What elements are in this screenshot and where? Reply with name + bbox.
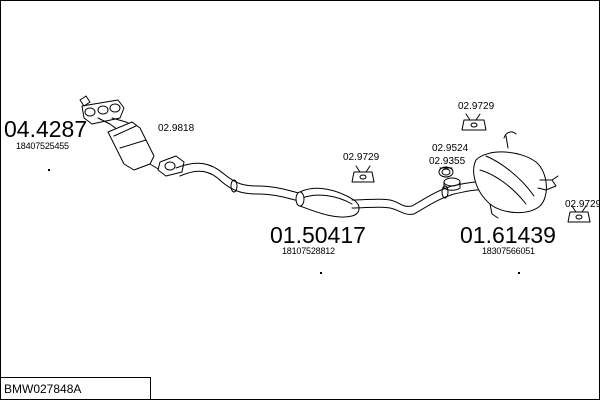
title-box	[0, 377, 151, 399]
rubber-hanger	[461, 113, 487, 131]
part-oe-number: 18307566051	[482, 246, 535, 256]
accessory-code: 02.9818	[158, 123, 195, 134]
connecting-pipe	[351, 181, 479, 215]
part-code: 04.4287	[4, 116, 88, 142]
accessory-code: 02.9355	[429, 156, 466, 167]
catalytic-converter-part	[79, 95, 161, 171]
accessory-code: 02.9729	[565, 199, 600, 210]
rubber-hanger	[567, 205, 591, 223]
accessory-code: 02.9729	[343, 152, 380, 163]
middle-silencer	[295, 187, 360, 218]
diagram-title: BMW027848A	[4, 382, 82, 396]
clamp-02-9524	[438, 166, 454, 178]
rear-silencer	[473, 131, 559, 219]
front-pipe	[175, 162, 303, 203]
part-code: 01.61439	[460, 222, 556, 248]
accessory-code: 02.9524	[432, 143, 469, 154]
part-oe-number: 18407525455	[16, 141, 69, 151]
part-code: 01.50417	[270, 222, 366, 248]
marker-dot	[320, 272, 322, 274]
gasket-02-9355	[443, 177, 461, 191]
accessory-code: 02.9729	[458, 101, 495, 112]
gasket-02-9818	[157, 155, 185, 177]
part-oe-number: 18107528812	[282, 246, 335, 256]
marker-dot	[518, 272, 520, 274]
marker-dot	[48, 169, 50, 171]
rubber-hanger	[351, 165, 375, 183]
